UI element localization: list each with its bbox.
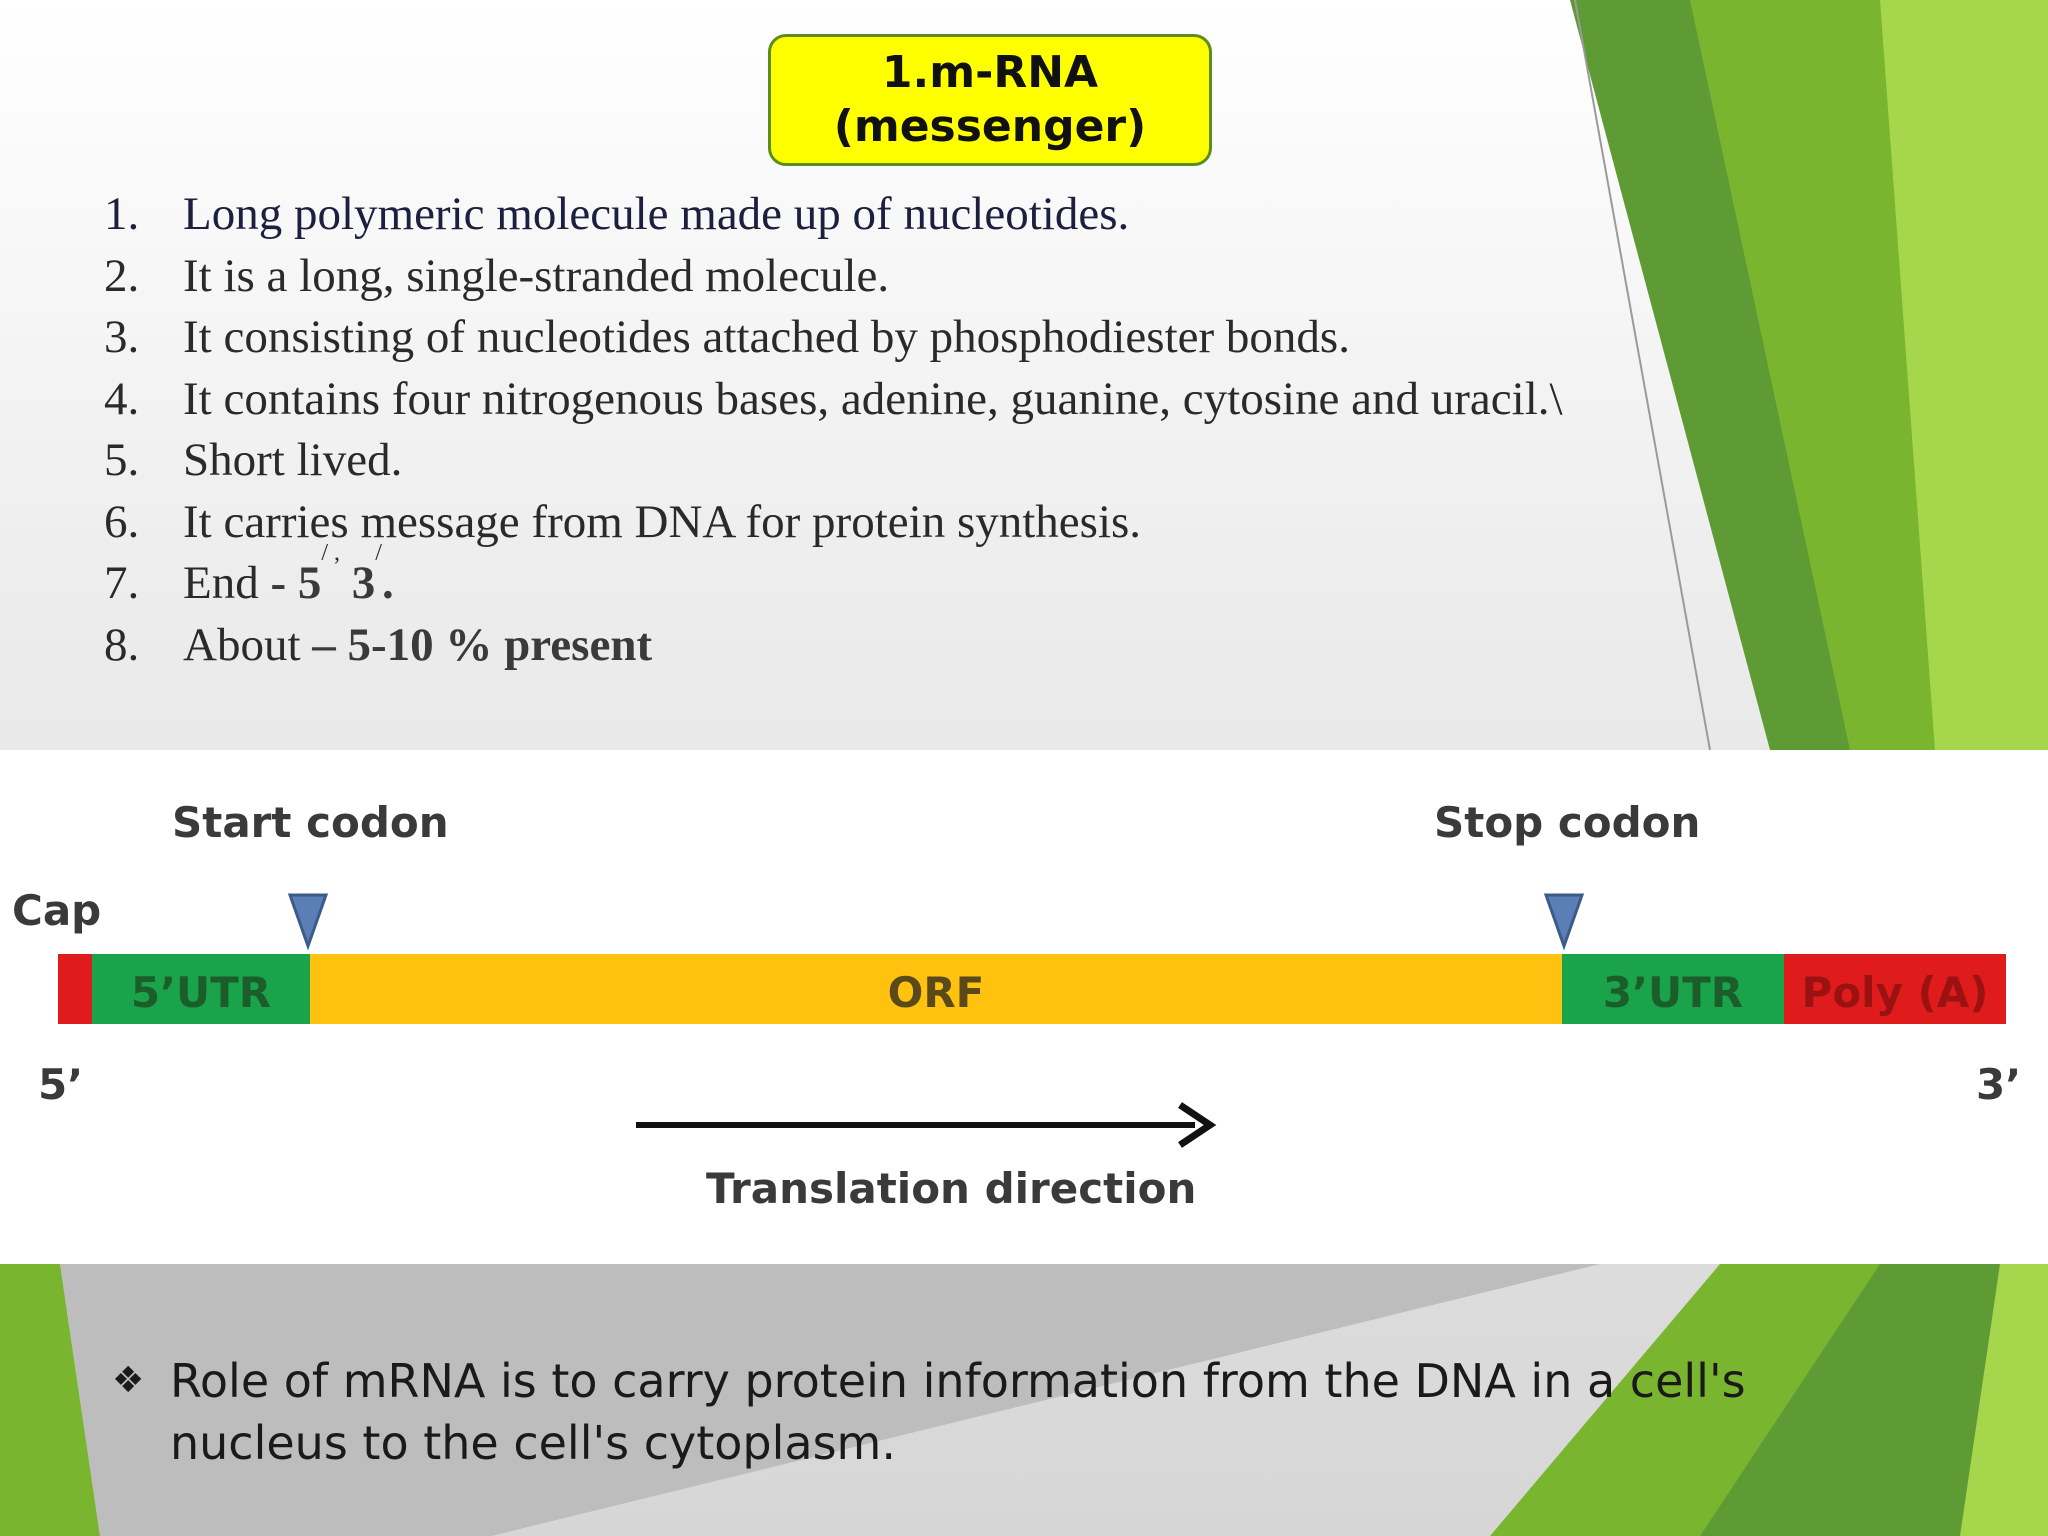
utr5-label: 5’UTR xyxy=(130,968,272,1017)
start-codon-label: Start codon xyxy=(172,798,449,847)
list-item: 6.It carries message from DNA for protei… xyxy=(104,495,1142,548)
translation-direction-label: Translation direction xyxy=(706,1164,1197,1213)
cap-label: Cap xyxy=(12,886,102,935)
list-item: 2.It is a long, single-stranded molecule… xyxy=(104,249,890,302)
utr3-label: 3’UTR xyxy=(1602,968,1744,1017)
stop-codon-label: Stop codon xyxy=(1434,798,1701,847)
utr5-segment xyxy=(92,954,310,1024)
title-line-2: (messenger) xyxy=(833,101,1147,152)
title-line-1: 1.m-RNA xyxy=(881,47,1099,98)
green-facet-bottom-right-light xyxy=(1960,1264,2048,1536)
list-item: 1.Long polymeric molecule made up of nuc… xyxy=(104,188,1130,240)
utr3-segment xyxy=(1562,954,1784,1024)
polya-label: Poly (A) xyxy=(1801,968,1989,1017)
start-codon-marker-icon xyxy=(287,893,329,951)
three-prime-end-label: 3’ xyxy=(1976,1060,2022,1109)
mrna-structure-diagram xyxy=(0,750,2048,1264)
role-text: Role of mRNA is to carry protein informa… xyxy=(170,1354,1746,1470)
list-item: 8.About – 5-10 % present xyxy=(104,618,653,671)
polya-segment xyxy=(1784,954,2006,1024)
translation-arrow-head-icon xyxy=(1178,1102,1217,1148)
list-item: 7.End - 5/ , 3/. xyxy=(104,540,394,609)
orf-label: ORF xyxy=(887,968,985,1017)
diamond-bullet-icon: ❖ xyxy=(112,1360,145,1401)
list-item: 4.It contains four nitrogenous bases, ad… xyxy=(104,372,1563,425)
five-prime-end-label: 5’ xyxy=(38,1060,84,1109)
list-item: 5.Short lived. xyxy=(104,434,403,486)
stop-codon-marker-icon xyxy=(1543,893,1585,951)
orf-segment xyxy=(310,954,1562,1024)
cap-segment xyxy=(58,954,92,1024)
green-facet-light xyxy=(1880,0,2048,750)
green-facet-bottom-right-dark xyxy=(1700,1264,2048,1536)
list-item: 3.It consisting of nucleotides attached … xyxy=(104,311,1350,363)
slide-title: 1.m-RNA (messenger) xyxy=(768,34,1212,166)
role-statement: ❖ Role of mRNA is to carry protein infor… xyxy=(112,1350,1812,1474)
green-facet-bottom-left xyxy=(0,1264,100,1536)
property-list: 1.Long polymeric molecule made up of nuc… xyxy=(104,184,1704,676)
